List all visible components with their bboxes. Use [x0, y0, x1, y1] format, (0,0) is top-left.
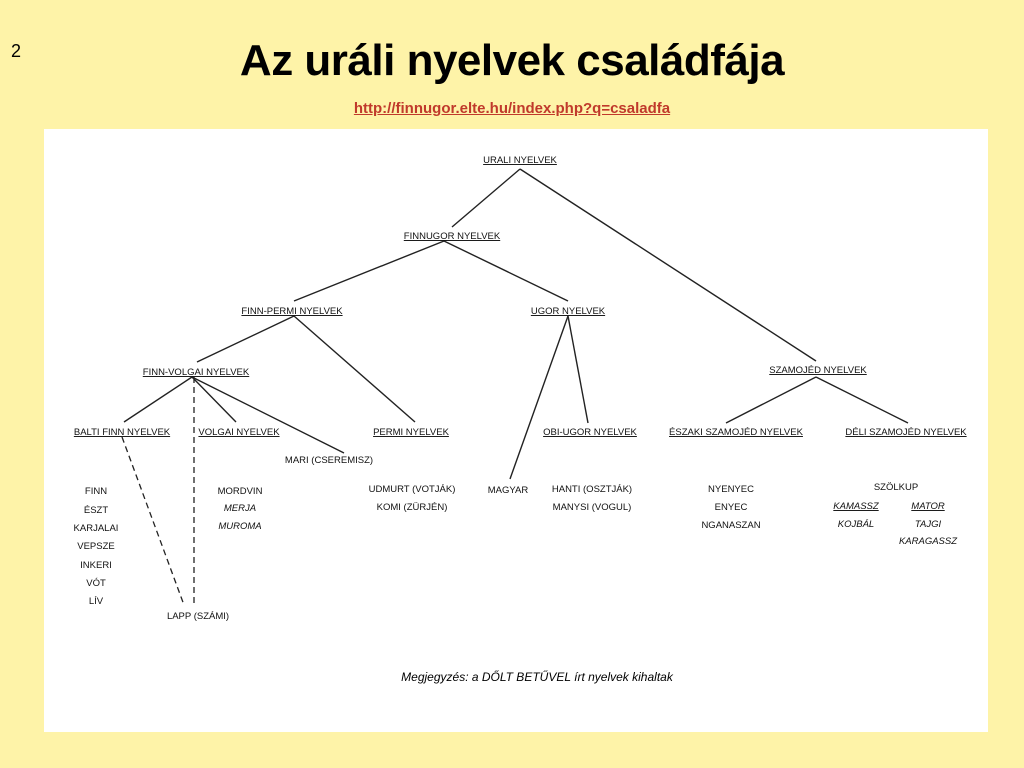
lang-eszt: ÉSZT — [84, 505, 108, 516]
edge-finnvolgai-volgai — [191, 376, 237, 423]
family-tree-panel: URALI NYELVEK FINNUGOR NYELVEK FINN-PERM… — [44, 129, 988, 732]
lang-inkeri: INKERI — [80, 560, 112, 571]
lang-vot: VÓT — [86, 578, 106, 589]
edge-finnugor-finnpermi — [293, 240, 445, 302]
edge-finnugor-ugor — [443, 240, 569, 302]
edge-baltifinn-lapp — [121, 436, 185, 606]
lang-udmurt: UDMURT (VOTJÁK) — [369, 484, 456, 495]
tree-edges — [121, 168, 909, 606]
edge-finnpermi-finnvolgai — [196, 315, 295, 363]
node-magyar: MAGYAR — [488, 485, 529, 496]
edge-urali-finnugor — [451, 168, 521, 228]
lang-manysi: MANYSI (VOGUL) — [553, 502, 632, 513]
edge-urali-szamojed — [519, 168, 817, 362]
family-tree-diagram: URALI NYELVEK FINNUGOR NYELVEK FINN-PERM… — [74, 155, 968, 684]
node-lapp: LAPP (SZÁMI) — [167, 611, 229, 622]
node-finn-volgai: FINN-VOLGAI NYELVEK — [143, 367, 250, 378]
edge-szamojed-deli — [815, 376, 909, 424]
edge-szamojed-eszaki — [725, 376, 817, 424]
node-obi-ugor: OBI-UGOR NYELVEK — [543, 427, 637, 438]
slide-title: Az uráli nyelvek családfája — [239, 36, 785, 85]
node-szamojed: SZAMOJÉD NYELVEK — [769, 365, 867, 376]
slide-number: 2 — [11, 41, 22, 61]
lang-hanti: HANTI (OSZTJÁK) — [552, 484, 632, 495]
lang-merja: MERJA — [224, 503, 256, 514]
node-ugor: UGOR NYELVEK — [531, 306, 606, 317]
eszaki-szamojed-language-list: NYENYEC ENYEC NGANASZAN — [701, 484, 760, 531]
node-urali: URALI NYELVEK — [483, 155, 557, 166]
lang-kojbal: KOJBÁL — [838, 519, 874, 530]
source-link[interactable]: http://finnugor.elte.hu/index.php?q=csal… — [353, 100, 671, 117]
lang-nyenyec: NYENYEC — [708, 484, 754, 495]
lang-karjalai: KARJALAI — [74, 523, 119, 534]
node-permi: PERMI NYELVEK — [373, 427, 450, 438]
lang-tajgi: TAJGI — [915, 519, 942, 530]
node-balti-finn: BALTI FINN NYELVEK — [74, 427, 171, 438]
lang-komi: KOMI (ZÜRJÉN) — [377, 502, 448, 513]
lang-nganaszan: NGANASZAN — [701, 520, 760, 531]
node-eszaki-szamojed: ÉSZAKI SZAMOJÉD NYELVEK — [669, 427, 804, 438]
lang-muroma: MUROMA — [218, 521, 261, 532]
lang-karagassz: KARAGASSZ — [899, 536, 958, 547]
edge-ugor-magyar — [509, 315, 569, 480]
lang-mator: MATOR — [911, 501, 945, 512]
node-finn-permi: FINN-PERMI NYELVEK — [241, 306, 343, 317]
lang-kamassz: KAMASSZ — [833, 501, 880, 512]
lang-liv: LÍV — [89, 596, 104, 607]
node-finnugor: FINNUGOR NYELVEK — [404, 231, 501, 242]
node-deli-szamojed: DÉLI SZAMOJÉD NYELVEK — [845, 427, 967, 438]
node-mari: MARI (CSEREMISZ) — [285, 455, 373, 466]
lang-vepsze: VEPSZE — [77, 541, 115, 552]
extinct-note: Megjegyzés: a DŐLT BETŰVEL írt nyelvek k… — [401, 669, 674, 684]
lang-mordvin: MORDVIN — [218, 486, 263, 497]
deli-szamojed-language-list: SZÖLKUP KAMASSZ KOJBÁL MATOR TAJGI KARAG… — [833, 482, 958, 547]
permi-language-list: UDMURT (VOTJÁK) KOMI (ZÜRJÉN) — [369, 484, 456, 513]
obi-ugor-language-list: HANTI (OSZTJÁK) MANYSI (VOGUL) — [552, 484, 632, 513]
lang-enyec: ENYEC — [715, 502, 748, 513]
edge-finnvolgai-baltifinn — [123, 376, 193, 423]
node-volgai: VOLGAI NYELVEK — [198, 427, 280, 438]
lang-finn: FINN — [85, 486, 107, 497]
edge-finnvolgai-mari — [191, 376, 345, 454]
lang-szolkup: SZÖLKUP — [874, 482, 918, 493]
edge-finnpermi-permi — [293, 315, 416, 423]
edge-ugor-obiugor — [567, 315, 589, 424]
balti-finn-language-list: FINN ÉSZT KARJALAI VEPSZE INKERI VÓT LÍV — [74, 486, 119, 607]
volgai-language-list: MORDVIN MERJA MUROMA — [218, 486, 263, 532]
